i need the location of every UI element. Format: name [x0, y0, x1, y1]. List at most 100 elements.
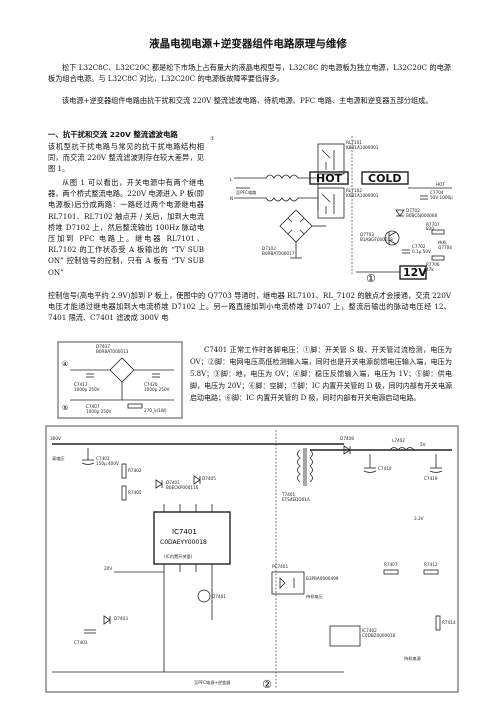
fig2-d7407-part: B0RBAT000013 — [96, 349, 129, 354]
fig3-c7410: C7410 — [378, 466, 392, 471]
fig3-pc7401: PC7401 — [272, 564, 288, 569]
fig2-r7418: 270_k(1W) — [144, 408, 167, 413]
fig3-d7405: D7405 — [202, 476, 216, 481]
fig1-r7706-val: 47k — [426, 267, 434, 272]
fig1-relay-rl7101 — [317, 143, 345, 175]
fig3-d7408: D7408 — [340, 436, 354, 441]
fig1-c7704-val: 50V 1000p — [430, 195, 453, 200]
fig1-c7702-val: 0.1μ 50V — [412, 249, 431, 254]
fig3-transistor-q7401 — [197, 589, 211, 603]
fig3-r7412: R7412 — [424, 562, 438, 567]
fig3-v5: 5V — [420, 442, 426, 447]
fig1-12v-label: 12V — [403, 266, 427, 279]
fig3-ic-note: (IC内置开关管) — [164, 553, 193, 560]
fig1-inductor — [265, 174, 299, 179]
fig3-ic7402-block — [329, 625, 361, 647]
fig3-resistor-r7402 — [121, 463, 127, 479]
figure-1-relay-circuit: ① L N 至PFC电路 RL7101 K8B1A1000001 RL7102 … — [210, 136, 453, 285]
fig3-to-pfc-block: 至PFC电源+逆变器 — [194, 679, 231, 686]
fig1-relay-rl7102 — [317, 187, 345, 219]
fig3-diode-d7405 — [193, 475, 201, 485]
figure-3-standby-power-circuit: 300V 高电压 C7401 150μ 400V R7402 R7405 IC7… — [45, 425, 459, 693]
fig1-transistor-q7703 — [384, 230, 400, 246]
fig3-t7401: T7401 — [281, 492, 296, 497]
fig3-photocoupler-pc7401 — [271, 571, 305, 595]
fig3-c7401: C7401 — [96, 456, 110, 461]
fig1-pfc-label: 至PFC电路 — [236, 189, 257, 196]
document-title: 液晶电视电源+逆变器组件电路原理与维修 — [149, 38, 347, 50]
section-paragraph-1: 该机型抗干扰电路与常见的抗干扰电路结构相同，而交流 220V 整流滤波则存在较大… — [48, 142, 204, 174]
fig2-c7407-val: 1000p 250V — [86, 409, 112, 414]
fig1-q7703-part: B1ABGF000018 — [360, 237, 393, 242]
fig3-ic7401-part: C0DAEYY00018 — [160, 539, 207, 546]
fig3-d7403: D7403 — [114, 616, 128, 621]
fig1-r7707: R7707 — [426, 222, 440, 227]
fig3-r7407: R7407 — [384, 562, 398, 567]
fig3-t7401-part: ETS4EDD01A — [282, 497, 310, 502]
fig1-q7703: Q7703 — [360, 232, 374, 237]
fig2-c7420-val: 1000p 250V — [144, 387, 170, 392]
fig3-d7401: D7401 — [166, 480, 180, 485]
fig3-v20: 20V — [104, 566, 112, 571]
fig3-l7402: L7402 — [392, 438, 405, 443]
fig3-resistor-r7405 — [121, 485, 127, 501]
fig1-r7706: R7706 — [426, 262, 440, 267]
fig2-c7407: C7407 — [86, 404, 100, 409]
fig2-marker-4: ④ — [62, 360, 68, 368]
fig1-hot-label: HOT — [316, 172, 343, 185]
fig1-l-label: L — [230, 177, 233, 182]
fig3-transformer-secondary — [309, 449, 313, 483]
fig3-r7405: R7405 — [128, 490, 142, 495]
fig3-ic7402-part: C0DBZ0000018 — [362, 633, 396, 638]
fig2-c7417-val: 1000p 250V — [74, 387, 100, 392]
fig1-marker-bottom: ① — [366, 272, 376, 285]
fig1-cold-label: COLD — [368, 172, 402, 185]
fig1-n-label: N — [230, 196, 233, 201]
fig1-marker: ① — [210, 136, 215, 142]
fig3-v3v3: 3.3V — [414, 516, 424, 521]
fig3-r7402: R7402 — [128, 468, 142, 473]
fig3-resistor-r7407 — [383, 569, 399, 575]
fig1-c7702: C7702 — [412, 244, 426, 249]
fig3-d7401-part: B0ECKP000116 — [166, 485, 199, 490]
fig3-c7403: C7403 — [74, 640, 88, 645]
fig3-diode-d7408 — [343, 445, 351, 455]
fig3-output-note: 待机电源 — [404, 655, 422, 662]
fig1-rl7101: RL7101 — [346, 140, 362, 145]
fig1-c7704: C7704 — [430, 190, 444, 195]
fig3-ic7401: IC7401 — [172, 528, 197, 536]
fig3-resistor-r7412 — [423, 569, 439, 575]
fig2-resistor-r7418 — [127, 403, 143, 409]
fig3-ic7402: IC7402 — [362, 628, 377, 633]
fig3-pc7401-part: B3PBA0000499 — [306, 576, 339, 581]
fig1-d7702: D7702 — [406, 208, 420, 213]
section-heading: 一、抗干扰和交流 220V 整流滤波电路 — [48, 130, 178, 139]
fig1-d7102: D7102 — [262, 246, 276, 251]
fig1-d7702-part: B0BC6J000068 — [406, 213, 437, 218]
fig1-r7707-val: 820 — [426, 226, 434, 231]
fig1-bridge-d7102 — [279, 209, 313, 243]
fig3-q7401: Q7401 — [212, 594, 226, 599]
intro-paragraph: 松下 L32C8C、L32C20C 都是松下市场上占有量大的液晶电视型号，L32… — [48, 63, 451, 84]
fig1-standby-q: Q7704 — [438, 245, 452, 250]
fig1-rl7102: RL7102 — [346, 188, 362, 193]
section-paragraph-2: 从图 1 可以看出，开关电源中有两个继电器，两个桥式整流电路。220V 电源进入… — [48, 178, 204, 277]
fig1-hot-out: HOT — [436, 182, 445, 187]
section-paragraph-3: 控制信号(高电平约 2.9V)加到 P 板上，使图中的 Q7703 导通时，继电… — [48, 291, 451, 323]
fig3-c7401-val: 150μ 400V — [96, 461, 119, 466]
fig3-v300: 300V — [50, 436, 61, 441]
fig3-r7414: R7414 — [442, 620, 456, 625]
fig3-resistor-r7414 — [435, 615, 441, 631]
intro-paragraph-2: 该电源+逆变器组件电路由抗干扰和交流 220V 整流滤波电路、待机电源、PFC … — [62, 96, 433, 105]
fig3-diode-d7401 — [155, 479, 163, 489]
figure-2-bridge-circuit: ④ ⑤ D7407 B0RBAT000013 C7417 1000p 250V … — [57, 341, 183, 419]
fig3-diode-d7403 — [103, 615, 111, 625]
fig1-standby-label: 待机 — [438, 239, 447, 246]
fig1-resistor-r7707 — [431, 229, 445, 235]
fig1-rl7102-part: K6B1A1000001 — [346, 193, 379, 198]
fig2-c7417: C7417 — [74, 382, 88, 387]
fig3-transformer-primary — [297, 449, 301, 483]
fig2-d7407: D7407 — [96, 344, 110, 349]
fig3-c7419: C7419 — [424, 476, 438, 481]
